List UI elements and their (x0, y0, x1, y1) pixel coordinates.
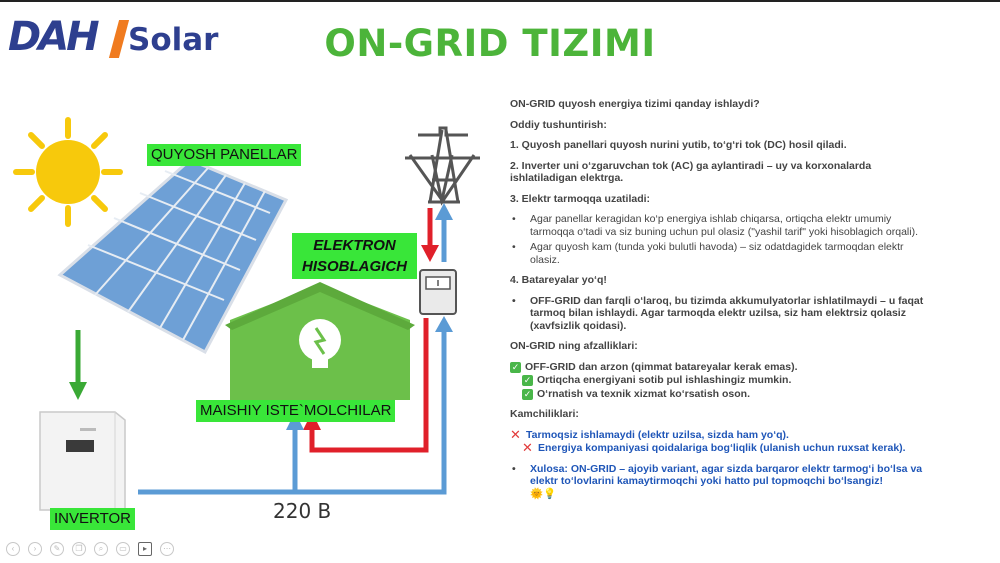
advantage-item: ✓OFF-GRID dan arzon (qimmat batareyalar … (510, 360, 798, 373)
advantages-heading: ON-GRID ning afzalliklari: (510, 340, 638, 352)
conclusion-text: Xulosa: ON-GRID – ajoyib variant, agar s… (530, 462, 923, 488)
dc-arrow (69, 330, 87, 400)
cross-icon: ✕ (510, 426, 521, 442)
label-inverter: INVERTOR (50, 508, 135, 530)
grid-import-arrow (303, 208, 439, 453)
disadvantages-heading: Kamchiliklari: (510, 408, 579, 420)
logo-mark: DAH (8, 14, 100, 60)
sun-icon (13, 117, 123, 227)
disadvantages-list: ✕Tarmoqsiz ishlamaydi (elektr uzilsa, si… (510, 426, 930, 455)
solar-panel-icon (57, 158, 289, 355)
step-2: 2. Inverter uni o‘zgaruvchan tok (AC) ga… (510, 159, 872, 185)
simple-heading: Oddiy tushuntirish: (510, 118, 607, 131)
screen-icon[interactable]: ▭ (116, 542, 130, 556)
zoom-icon[interactable]: ⌕ (94, 542, 108, 556)
brand-logo: DAH Solar (8, 10, 248, 60)
step-3-bullets: Agar panellar keragidan ko‘p energiya is… (510, 213, 930, 266)
power-tower-icon (405, 126, 480, 206)
bullet-deficit: Agar quyosh kam (tunda yoki bulutli havo… (510, 241, 930, 266)
top-border (0, 0, 1000, 2)
sun-bulb-icon: 🌞💡 (530, 487, 557, 500)
label-panels: QUYOSH PANELLAR (147, 144, 302, 166)
prev-icon[interactable]: ‹ (6, 542, 20, 556)
explanation-panel: ON-GRID quyosh energiya tizimi qanday is… (510, 98, 930, 500)
pen-icon[interactable]: ✎ (50, 542, 64, 556)
house-icon (225, 282, 415, 400)
label-voltage: 220 B (273, 499, 332, 523)
advantage-item: ✓Ortiqcha energiyani sotib pul ishlashin… (522, 374, 792, 386)
label-consumers: MAISHIY ISTE`MOLCHILAR (196, 400, 396, 422)
meter-icon (419, 269, 457, 315)
step-3: 3. Elektr tarmoqqa uzatiladi: (510, 192, 651, 205)
logo-text: Solar (128, 22, 219, 58)
step-4: 4. Batareyalar yo‘q! (510, 274, 607, 286)
disadvantage-item: ✕Tarmoqsiz ishlamaydi (elektr uzilsa, si… (510, 426, 789, 442)
page-title: ON-GRID TIZIMI (324, 22, 656, 65)
check-icon: ✓ (510, 361, 521, 373)
advantage-item: ✓O‘rnatish va texnik xizmat ko‘rsatish o… (522, 387, 750, 400)
advantages-list: ✓OFF-GRID dan arzon (qimmat batareyalar … (510, 361, 930, 401)
cross-icon: ✕ (522, 440, 533, 455)
label-meter: ELEKTRON HISOBLAGICH (292, 233, 417, 279)
more-icon[interactable]: ⋯ (160, 542, 174, 556)
label-meter-line2: HISOBLAGICH (302, 258, 407, 275)
bullet-no-battery: OFF-GRID dan farqli o‘laroq, bu tizimda … (510, 295, 930, 333)
next-icon[interactable]: › (28, 542, 42, 556)
logo-accent (108, 20, 130, 58)
conclusion: Xulosa: ON-GRID – ajoyib variant, agar s… (510, 463, 930, 501)
label-meter-line1: ELEKTRON (313, 237, 396, 254)
inverter-icon (39, 411, 126, 511)
check-icon: ✓ (522, 388, 533, 400)
check-icon: ✓ (522, 375, 533, 386)
copy-icon[interactable]: ❐ (72, 542, 86, 556)
disadvantage-item: ✕Energiya kompaniyasi qoidalariga bog‘li… (522, 440, 906, 455)
camera-icon[interactable]: ▸ (138, 542, 152, 556)
viewer-toolbar: ‹ › ✎ ❐ ⌕ ▭ ▸ ⋯ (6, 542, 174, 556)
diagram-graphics (13, 117, 480, 511)
ongrid-diagram: QUYOSH PANELLAR ELEKTRON HISOBLAGICH MAI… (0, 90, 500, 530)
ac-export-arrow (138, 203, 453, 495)
step-4-bullets: OFF-GRID dan farqli o‘laroq, bu tizimda … (510, 295, 930, 333)
step-1: 1. Quyosh panellari quyosh nurini yutib,… (510, 139, 847, 151)
question-heading: ON-GRID quyosh energiya tizimi qanday is… (510, 98, 760, 110)
bullet-surplus: Agar panellar keragidan ko‘p energiya is… (510, 213, 930, 238)
